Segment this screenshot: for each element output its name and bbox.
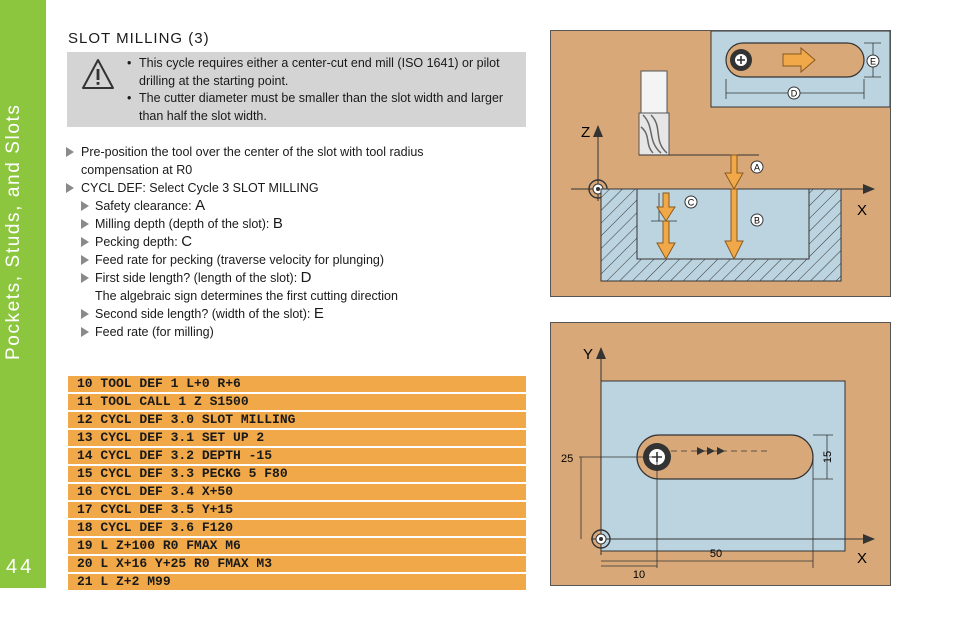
code-line: 19 L Z+100 R0 FMAX M6: [68, 537, 526, 554]
instr-cycl: CYCL DEF: Select Cycle 3 SLOT MILLING: [66, 179, 526, 197]
bullet-triangle-icon: [81, 273, 89, 283]
warning-note: This cycle requires either a center-cut …: [67, 52, 526, 127]
label-b: B: [754, 216, 760, 226]
axis-y: Y: [583, 346, 593, 363]
section-title: SLOT MILLING (3): [68, 30, 210, 47]
code-line: 13 CYCL DEF 3.1 SET UP 2: [68, 429, 526, 446]
note-item: The cutter diameter must be smaller than…: [123, 90, 518, 125]
code-line: 17 CYCL DEF 3.5 Y+15: [68, 501, 526, 518]
instr-peck: Pecking depth: C: [66, 233, 526, 251]
bullet-triangle-icon: [66, 147, 74, 157]
instr-prepos: Pre-position the tool over the center of…: [66, 143, 526, 161]
datum-icon: [591, 529, 611, 549]
code-line: 11 TOOL CALL 1 Z S1500: [68, 393, 526, 410]
code-line: 20 L X+16 Y+25 R0 FMAX M3: [68, 555, 526, 572]
note-item: This cycle requires either a center-cut …: [123, 55, 518, 90]
code-line: 16 CYCL DEF 3.4 X+50: [68, 483, 526, 500]
instr-safety: Safety clearance: A: [66, 197, 526, 215]
bullet-triangle-icon: [66, 183, 74, 193]
bullet-triangle-icon: [81, 327, 89, 337]
page-number: 44: [6, 556, 35, 578]
instructions: Pre-position the tool over the center of…: [66, 143, 526, 341]
instr-first: First side length? (length of the slot):…: [66, 269, 526, 287]
instr-second: Second side length? (width of the slot):…: [66, 305, 526, 323]
dim-10: 10: [633, 569, 645, 581]
end-mill-icon: [638, 70, 670, 156]
code-line: 18 CYCL DEF 3.6 F120: [68, 519, 526, 536]
nc-program: 10 TOOL DEF 1 L+0 R+6 11 TOOL CALL 1 Z S…: [68, 376, 526, 592]
instr-feedmill: Feed rate (for milling): [66, 323, 526, 341]
sidebar-chapter-title: Pockets, Studs, and Slots: [3, 103, 24, 360]
code-line: 12 CYCL DEF 3.0 SLOT MILLING: [68, 411, 526, 428]
bullet-triangle-icon: [81, 219, 89, 229]
axis-x: X: [857, 202, 867, 219]
instr-depth: Milling depth (depth of the slot): B: [66, 215, 526, 233]
cutter-top-icon: [730, 49, 752, 71]
bullet-triangle-icon: [81, 309, 89, 319]
bullet-triangle-icon: [81, 255, 89, 265]
label-c: C: [688, 198, 695, 208]
sidebar: Pockets, Studs, and Slots 44: [0, 0, 46, 588]
code-line: 10 TOOL DEF 1 L+0 R+6: [68, 376, 526, 392]
bullet-triangle-icon: [81, 201, 89, 211]
warning-icon: [82, 59, 114, 89]
dim-25: 25: [561, 453, 573, 465]
slot-plan-figure: 50 10 25 15 Y X: [550, 322, 891, 586]
slot-section-figure: D E Z X C A B: [550, 30, 891, 297]
bullet-triangle-icon: [81, 237, 89, 247]
axis-x: X: [857, 550, 867, 567]
code-line: 21 L Z+2 M99: [68, 573, 526, 590]
dim-50: 50: [710, 548, 722, 560]
instr-first-cont: The algebraic sign determines the first …: [95, 289, 398, 303]
code-line: 14 CYCL DEF 3.2 DEPTH -15: [68, 447, 526, 464]
label-e: E: [870, 57, 876, 67]
code-line: 15 CYCL DEF 3.3 PECKG 5 F80: [68, 465, 526, 482]
label-a: A: [754, 163, 760, 173]
axis-z: Z: [581, 124, 590, 141]
instr-feedpeck: Feed rate for pecking (traverse velocity…: [66, 251, 526, 269]
instr-prepos-cont: compensation at R0: [81, 163, 193, 177]
label-d: D: [791, 89, 798, 99]
dim-15: 15: [822, 451, 834, 463]
